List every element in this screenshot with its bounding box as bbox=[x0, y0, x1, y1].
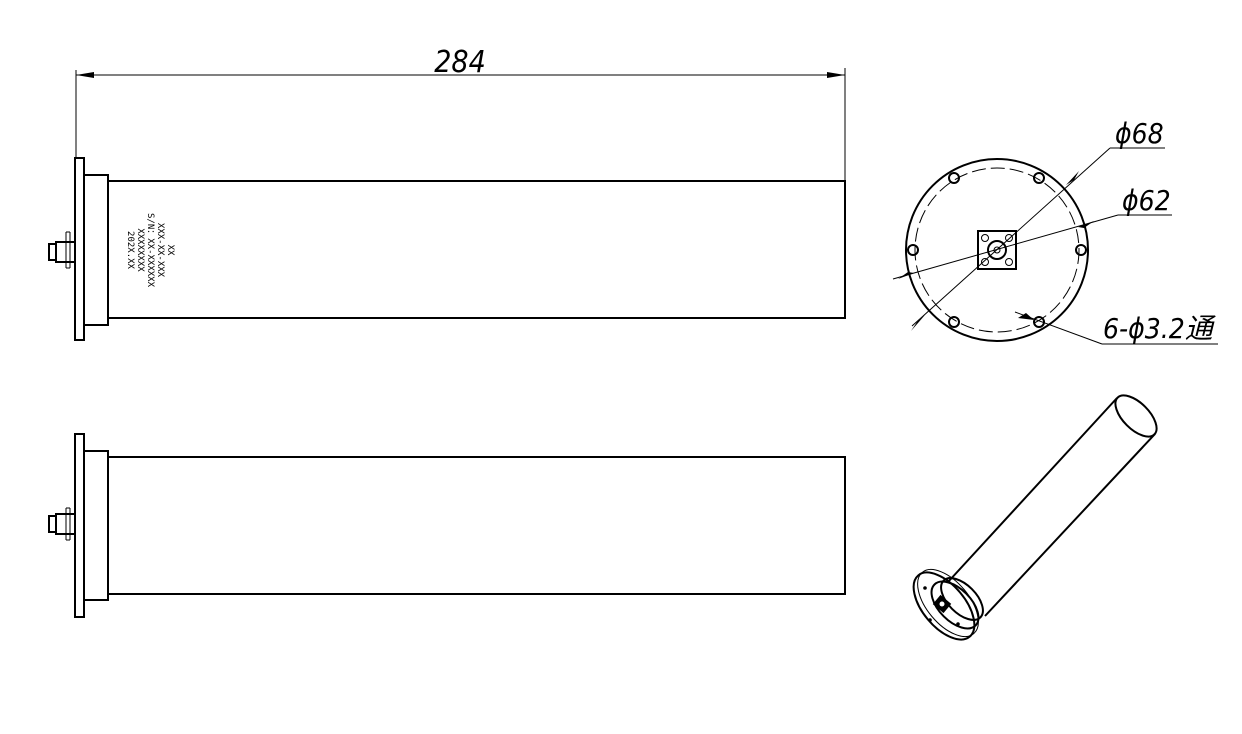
label-line: XX bbox=[165, 245, 175, 256]
connector-hole bbox=[939, 601, 945, 607]
end-view: ϕ68 ϕ62 6-ϕ3.2通 bbox=[892, 117, 1218, 345]
arrow-outer-diameter bbox=[911, 315, 925, 331]
collar-ring bbox=[930, 580, 980, 630]
leader-outer-diameter bbox=[911, 147, 1111, 327]
holes-text: 6-ϕ3.2通 bbox=[1103, 312, 1217, 345]
flange-collar bbox=[83, 450, 109, 601]
connector-socket bbox=[987, 240, 1007, 260]
tube-side bbox=[984, 433, 1156, 617]
bolt-circle bbox=[914, 167, 1080, 333]
flange-hole bbox=[928, 618, 932, 622]
arrow-inner-diameter bbox=[898, 272, 914, 279]
connector-screw bbox=[1005, 234, 1013, 242]
mounting-hole bbox=[1075, 244, 1087, 256]
mounting-hole bbox=[1033, 316, 1045, 328]
nameplate-label: XX XXX-XX-XXX S/N：XX-XXXXXX XXXXXXXX 202… bbox=[125, 213, 175, 288]
flange-plate bbox=[74, 157, 85, 341]
isometric-view bbox=[912, 394, 1158, 641]
tube-far-end bbox=[1114, 394, 1158, 438]
label-line: 202X.XX bbox=[125, 231, 135, 270]
mounting-hole bbox=[948, 316, 960, 328]
connector-screw bbox=[981, 258, 989, 266]
connector-pin bbox=[48, 243, 57, 261]
flange-hole bbox=[956, 622, 960, 626]
connector-screw bbox=[1005, 258, 1013, 266]
label-line: XXX-XX-XXX bbox=[155, 223, 165, 278]
flange-outline bbox=[905, 158, 1089, 342]
mounting-hole bbox=[948, 172, 960, 184]
flange-collar bbox=[83, 174, 109, 326]
side-view-top: 284 XX XXX-XX-XXX S/N：XX-XXXXXX XXXXXXXX… bbox=[48, 45, 846, 341]
label-line: S/N：XX-XXXXXX bbox=[145, 213, 155, 288]
connector-pin bbox=[48, 515, 57, 533]
mounting-hole bbox=[1033, 172, 1045, 184]
inner-diameter-text: ϕ62 bbox=[1122, 184, 1171, 217]
tube-body bbox=[107, 180, 846, 319]
connector-screw bbox=[981, 234, 989, 242]
flange-plate bbox=[74, 433, 85, 618]
arrow-right bbox=[827, 72, 845, 78]
tube-body bbox=[107, 456, 846, 595]
outer-diameter-text: ϕ68 bbox=[1115, 117, 1164, 150]
arrow-inner-diameter bbox=[1078, 221, 1094, 228]
flange-hole bbox=[923, 586, 927, 590]
mounting-hole bbox=[907, 244, 919, 256]
arrow-left bbox=[76, 72, 94, 78]
label-line: XXXXXXXX bbox=[135, 228, 145, 272]
flange-disc bbox=[912, 571, 976, 641]
length-dimension-text: 284 bbox=[434, 45, 486, 80]
tube-side bbox=[947, 397, 1118, 583]
arrow-outer-diameter bbox=[1066, 171, 1079, 185]
arrow-holes bbox=[1018, 313, 1034, 320]
flange-disc-edge bbox=[917, 569, 979, 637]
side-view-bottom bbox=[48, 433, 846, 618]
connector-flange-square bbox=[977, 230, 1017, 270]
leader-inner-diameter bbox=[892, 214, 1119, 280]
